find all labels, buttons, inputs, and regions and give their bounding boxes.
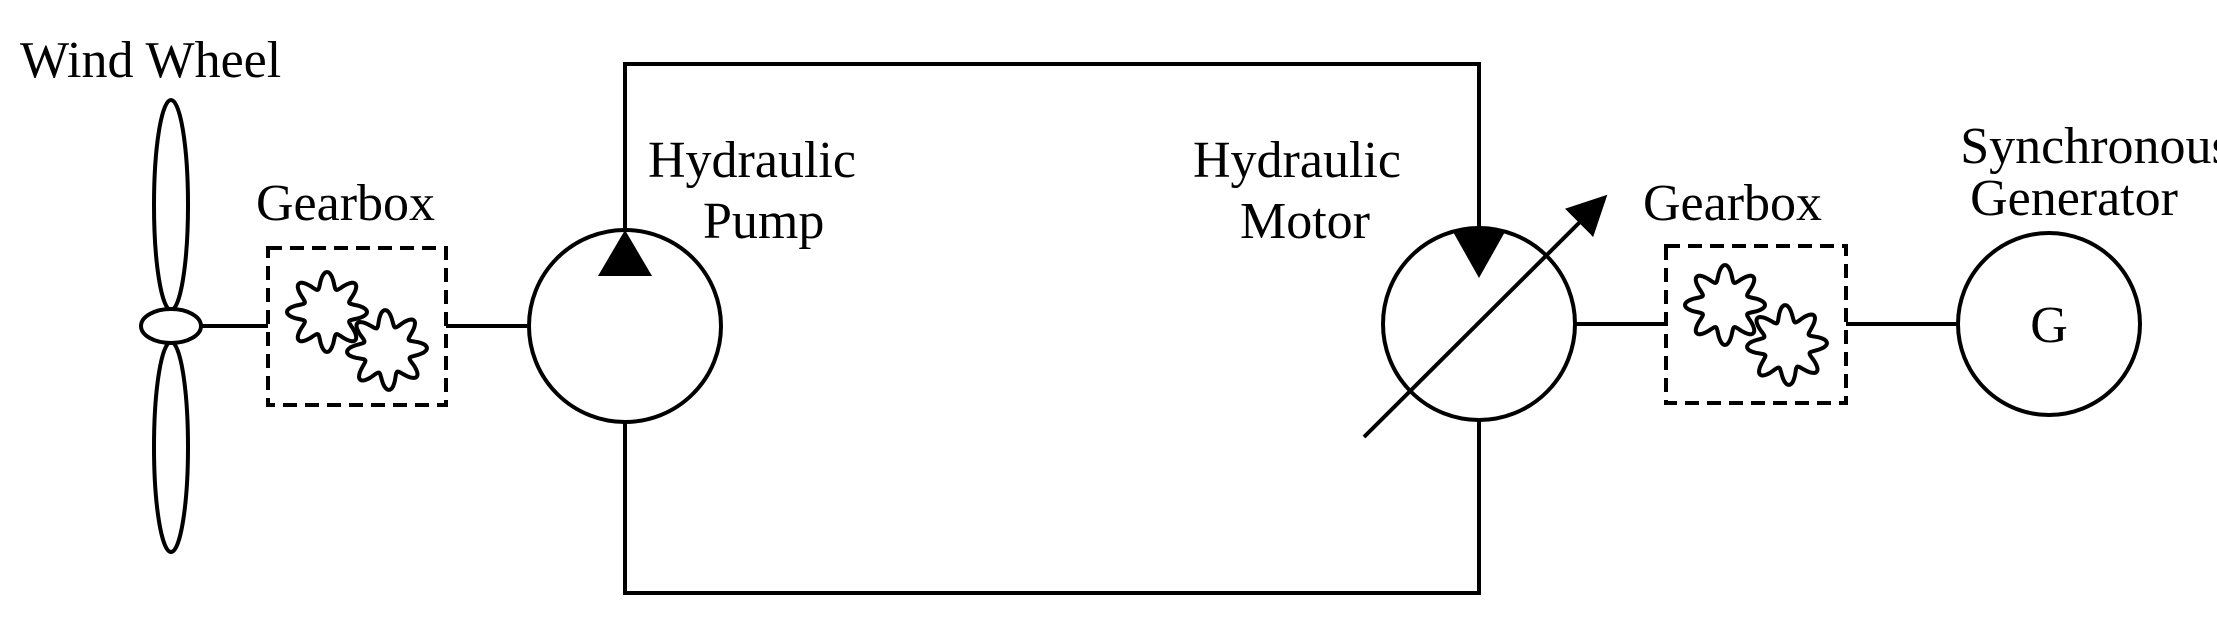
hydraulic-pump-label-line1: Hydraulic xyxy=(648,132,856,189)
wind-wheel-hub xyxy=(139,307,203,345)
gear-icon xyxy=(1682,262,1768,348)
wind-wheel xyxy=(139,98,203,554)
gearbox-right xyxy=(1664,244,1848,405)
synchronous-generator-symbol xyxy=(1956,231,2142,417)
hydraulic-circuit xyxy=(623,62,1481,595)
gear-icon xyxy=(345,308,429,392)
hydraulic-motor-label-line1: Hydraulic xyxy=(1193,132,1401,189)
hydraulic-pump-label-line2: Pump xyxy=(703,193,824,250)
gear-icon xyxy=(1745,303,1829,387)
gearbox-right-label: Gearbox xyxy=(1643,175,1822,232)
variable-displacement-arrow xyxy=(1362,194,1608,439)
gearbox-right-housing xyxy=(1664,244,1848,405)
hydraulic-motor-label-line2: Motor xyxy=(1240,193,1370,250)
wind-wheel-blade-top xyxy=(152,98,190,312)
generator-symbol-letter: G xyxy=(2030,297,2068,354)
hydraulic-pump xyxy=(527,228,723,424)
hydraulic-motor xyxy=(1362,194,1608,439)
gear-icon xyxy=(284,269,370,355)
gearbox-left xyxy=(266,246,448,407)
wind-wheel-label: Wind Wheel xyxy=(20,32,281,89)
generator-label-line2: Generator xyxy=(1970,170,2178,227)
motor-direction-triangle xyxy=(1452,230,1506,278)
synchronous-generator: G xyxy=(1956,231,2142,417)
hydraulic-line-top xyxy=(623,62,1481,230)
gearbox-left-housing xyxy=(266,246,448,407)
wind-wheel-blade-bottom xyxy=(152,340,190,554)
gearbox-left-label: Gearbox xyxy=(256,175,435,232)
pump-direction-triangle xyxy=(598,230,652,276)
generator-label-line1: Synchronous xyxy=(1960,118,2217,175)
hydraulic-line-bottom xyxy=(623,420,1481,595)
